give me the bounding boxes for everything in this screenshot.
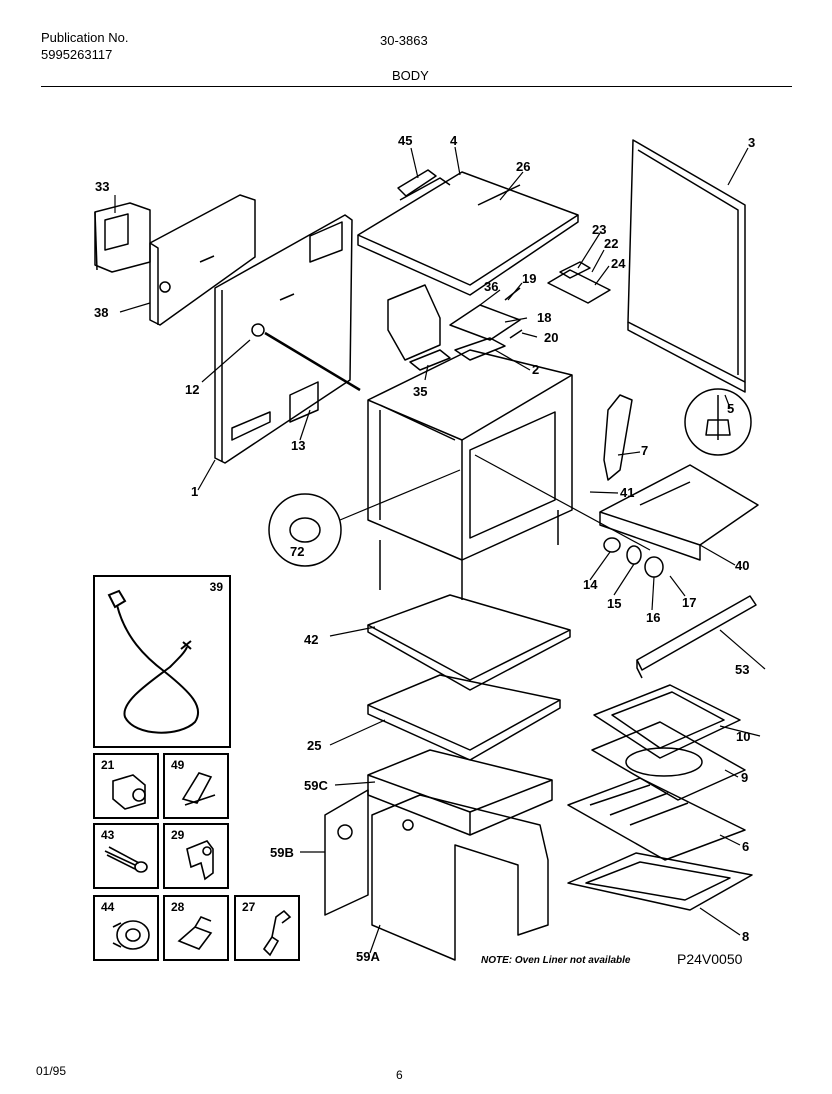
part-40-burner-box	[599, 464, 759, 561]
inset-box-number: 21	[101, 758, 115, 772]
inset-box-number: 39	[209, 580, 223, 594]
part-label-19: 19	[522, 271, 537, 286]
part-label-17: 17	[682, 595, 697, 610]
part-label-4: 4	[450, 133, 458, 148]
publication-number: 5995263117	[41, 47, 113, 62]
oven-body	[367, 349, 573, 600]
part-4-top-panel	[357, 169, 579, 296]
bushing-icon	[112, 920, 150, 950]
oven-liner-note: NOTE: Oven Liner not available	[481, 955, 631, 966]
inset-box-number: 49	[171, 758, 185, 772]
footer-page-number: 6	[396, 1068, 403, 1082]
inset-box-28: 28	[163, 895, 229, 961]
inset-box-number: 43	[101, 828, 115, 842]
inset-box-29: 29	[163, 823, 229, 889]
publication-label: Publication No.	[41, 30, 129, 45]
part-label-33: 33	[95, 179, 110, 194]
inset-box-number: 44	[101, 900, 115, 914]
part-label-59a: 59A	[356, 949, 380, 964]
part-label-42: 42	[304, 632, 319, 647]
part-6-rack	[567, 777, 746, 861]
part-35-vent	[387, 284, 506, 371]
part-label-41: 41	[620, 485, 635, 500]
inset-box-27: 27	[234, 895, 300, 961]
part-label-6: 6	[742, 839, 750, 854]
part-label-26: 26	[516, 159, 531, 174]
part-10-grid	[593, 684, 741, 759]
part-label-59c: 59C	[304, 778, 328, 793]
part-8-liner	[567, 852, 753, 911]
part-label-13: 13	[291, 438, 306, 453]
part-label-16: 16	[646, 610, 661, 625]
power-cord-icon	[107, 589, 200, 734]
part-22-24-switch	[547, 261, 611, 304]
part-label-1: 1	[191, 484, 199, 499]
part-label-25: 25	[307, 738, 322, 753]
clamp-icon	[186, 840, 214, 881]
clip-icon	[112, 774, 146, 810]
inset-box-number: 29	[171, 828, 185, 842]
part-label-2: 2	[532, 362, 540, 377]
part-label-18: 18	[537, 310, 552, 325]
part-59c-block	[367, 749, 553, 836]
part-7-bracket	[603, 394, 633, 481]
inset-box-21: 21	[93, 753, 159, 819]
part-3-frame	[627, 139, 746, 393]
part-25-drawer-bottom	[367, 674, 561, 761]
terminal-clip-icon	[262, 909, 292, 957]
part-53-bracket	[636, 595, 757, 679]
part-1-control-panel	[214, 214, 361, 464]
part-label-10: 10	[736, 729, 751, 744]
header-rule	[41, 86, 792, 87]
model-number: 30-3863	[380, 33, 428, 48]
part-42-bottom	[367, 594, 571, 691]
inset-box-43: 43	[93, 823, 159, 889]
part-label-36: 36	[484, 279, 499, 294]
section-title: BODY	[392, 68, 429, 83]
part-72-light	[268, 493, 342, 567]
part-label-12: 12	[185, 382, 200, 397]
part-label-40: 40	[735, 558, 750, 573]
part-label-53: 53	[735, 662, 750, 677]
footer-date: 01/95	[36, 1064, 67, 1078]
part-label-24: 24	[611, 256, 626, 271]
part-label-35: 35	[413, 384, 428, 399]
part-label-9: 9	[741, 770, 749, 785]
part-label-5: 5	[727, 401, 735, 416]
part-59-carton	[324, 789, 549, 961]
part-33-bracket	[94, 202, 151, 273]
inset-box-number: 28	[171, 900, 185, 914]
spring-clip-icon	[177, 916, 213, 950]
part-label-38: 38	[94, 305, 109, 320]
drawing-code: P24V0050	[677, 951, 743, 967]
screw-icon	[104, 846, 148, 873]
part-label-8: 8	[742, 929, 750, 944]
part-5-leg	[684, 388, 752, 456]
inset-box-number: 27	[242, 900, 256, 914]
part-label-45: 45	[398, 133, 413, 148]
part-label-20: 20	[544, 330, 559, 345]
part-label-23: 23	[592, 222, 607, 237]
part-label-59b: 59B	[270, 845, 294, 860]
part-label-14: 14	[583, 577, 598, 592]
inset-box-39: 39	[93, 575, 231, 748]
part-label-72: 72	[290, 544, 305, 559]
part-9-pan	[591, 721, 746, 801]
inset-box-49: 49	[163, 753, 229, 819]
part-label-22: 22	[604, 236, 619, 251]
part-38-panel	[149, 194, 256, 326]
part-label-7: 7	[641, 443, 649, 458]
leader-lines	[114, 146, 766, 954]
inset-box-44: 44	[93, 895, 159, 961]
bracket-icon	[181, 772, 216, 806]
part-label-3: 3	[748, 135, 756, 150]
part-label-15: 15	[607, 596, 622, 611]
